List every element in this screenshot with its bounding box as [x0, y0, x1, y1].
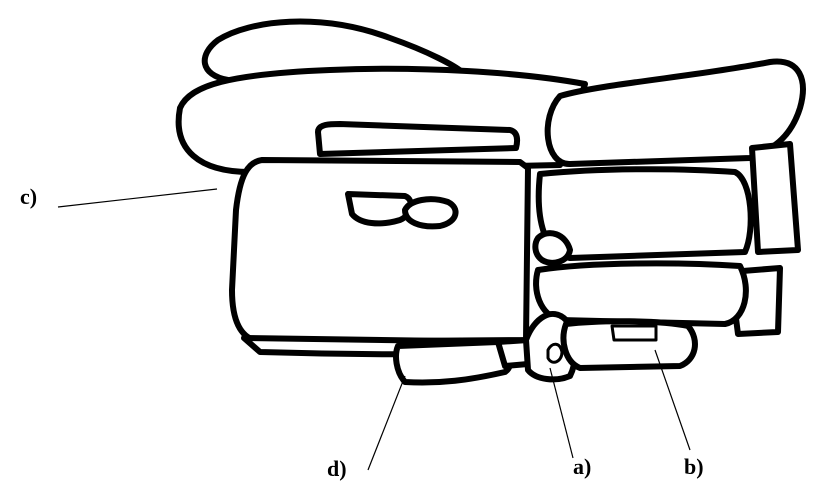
thumb-base — [396, 342, 510, 383]
label-d: d) — [327, 458, 347, 480]
label-b: b) — [684, 456, 704, 478]
slot-right — [405, 199, 456, 226]
thumb-joint-inner — [548, 344, 562, 362]
knuckle-circle — [535, 233, 570, 263]
finger-pad-lower — [536, 263, 746, 324]
top-tab — [318, 124, 517, 154]
leader-line-d — [368, 376, 405, 470]
slot-left — [348, 194, 411, 223]
main-block — [232, 160, 528, 342]
label-c: c) — [20, 186, 37, 208]
label-a: a) — [573, 456, 591, 478]
upper-padding — [179, 69, 585, 172]
finger-tab-1 — [752, 144, 798, 252]
thumb-nail — [612, 326, 656, 340]
leader-line-c — [58, 189, 217, 207]
